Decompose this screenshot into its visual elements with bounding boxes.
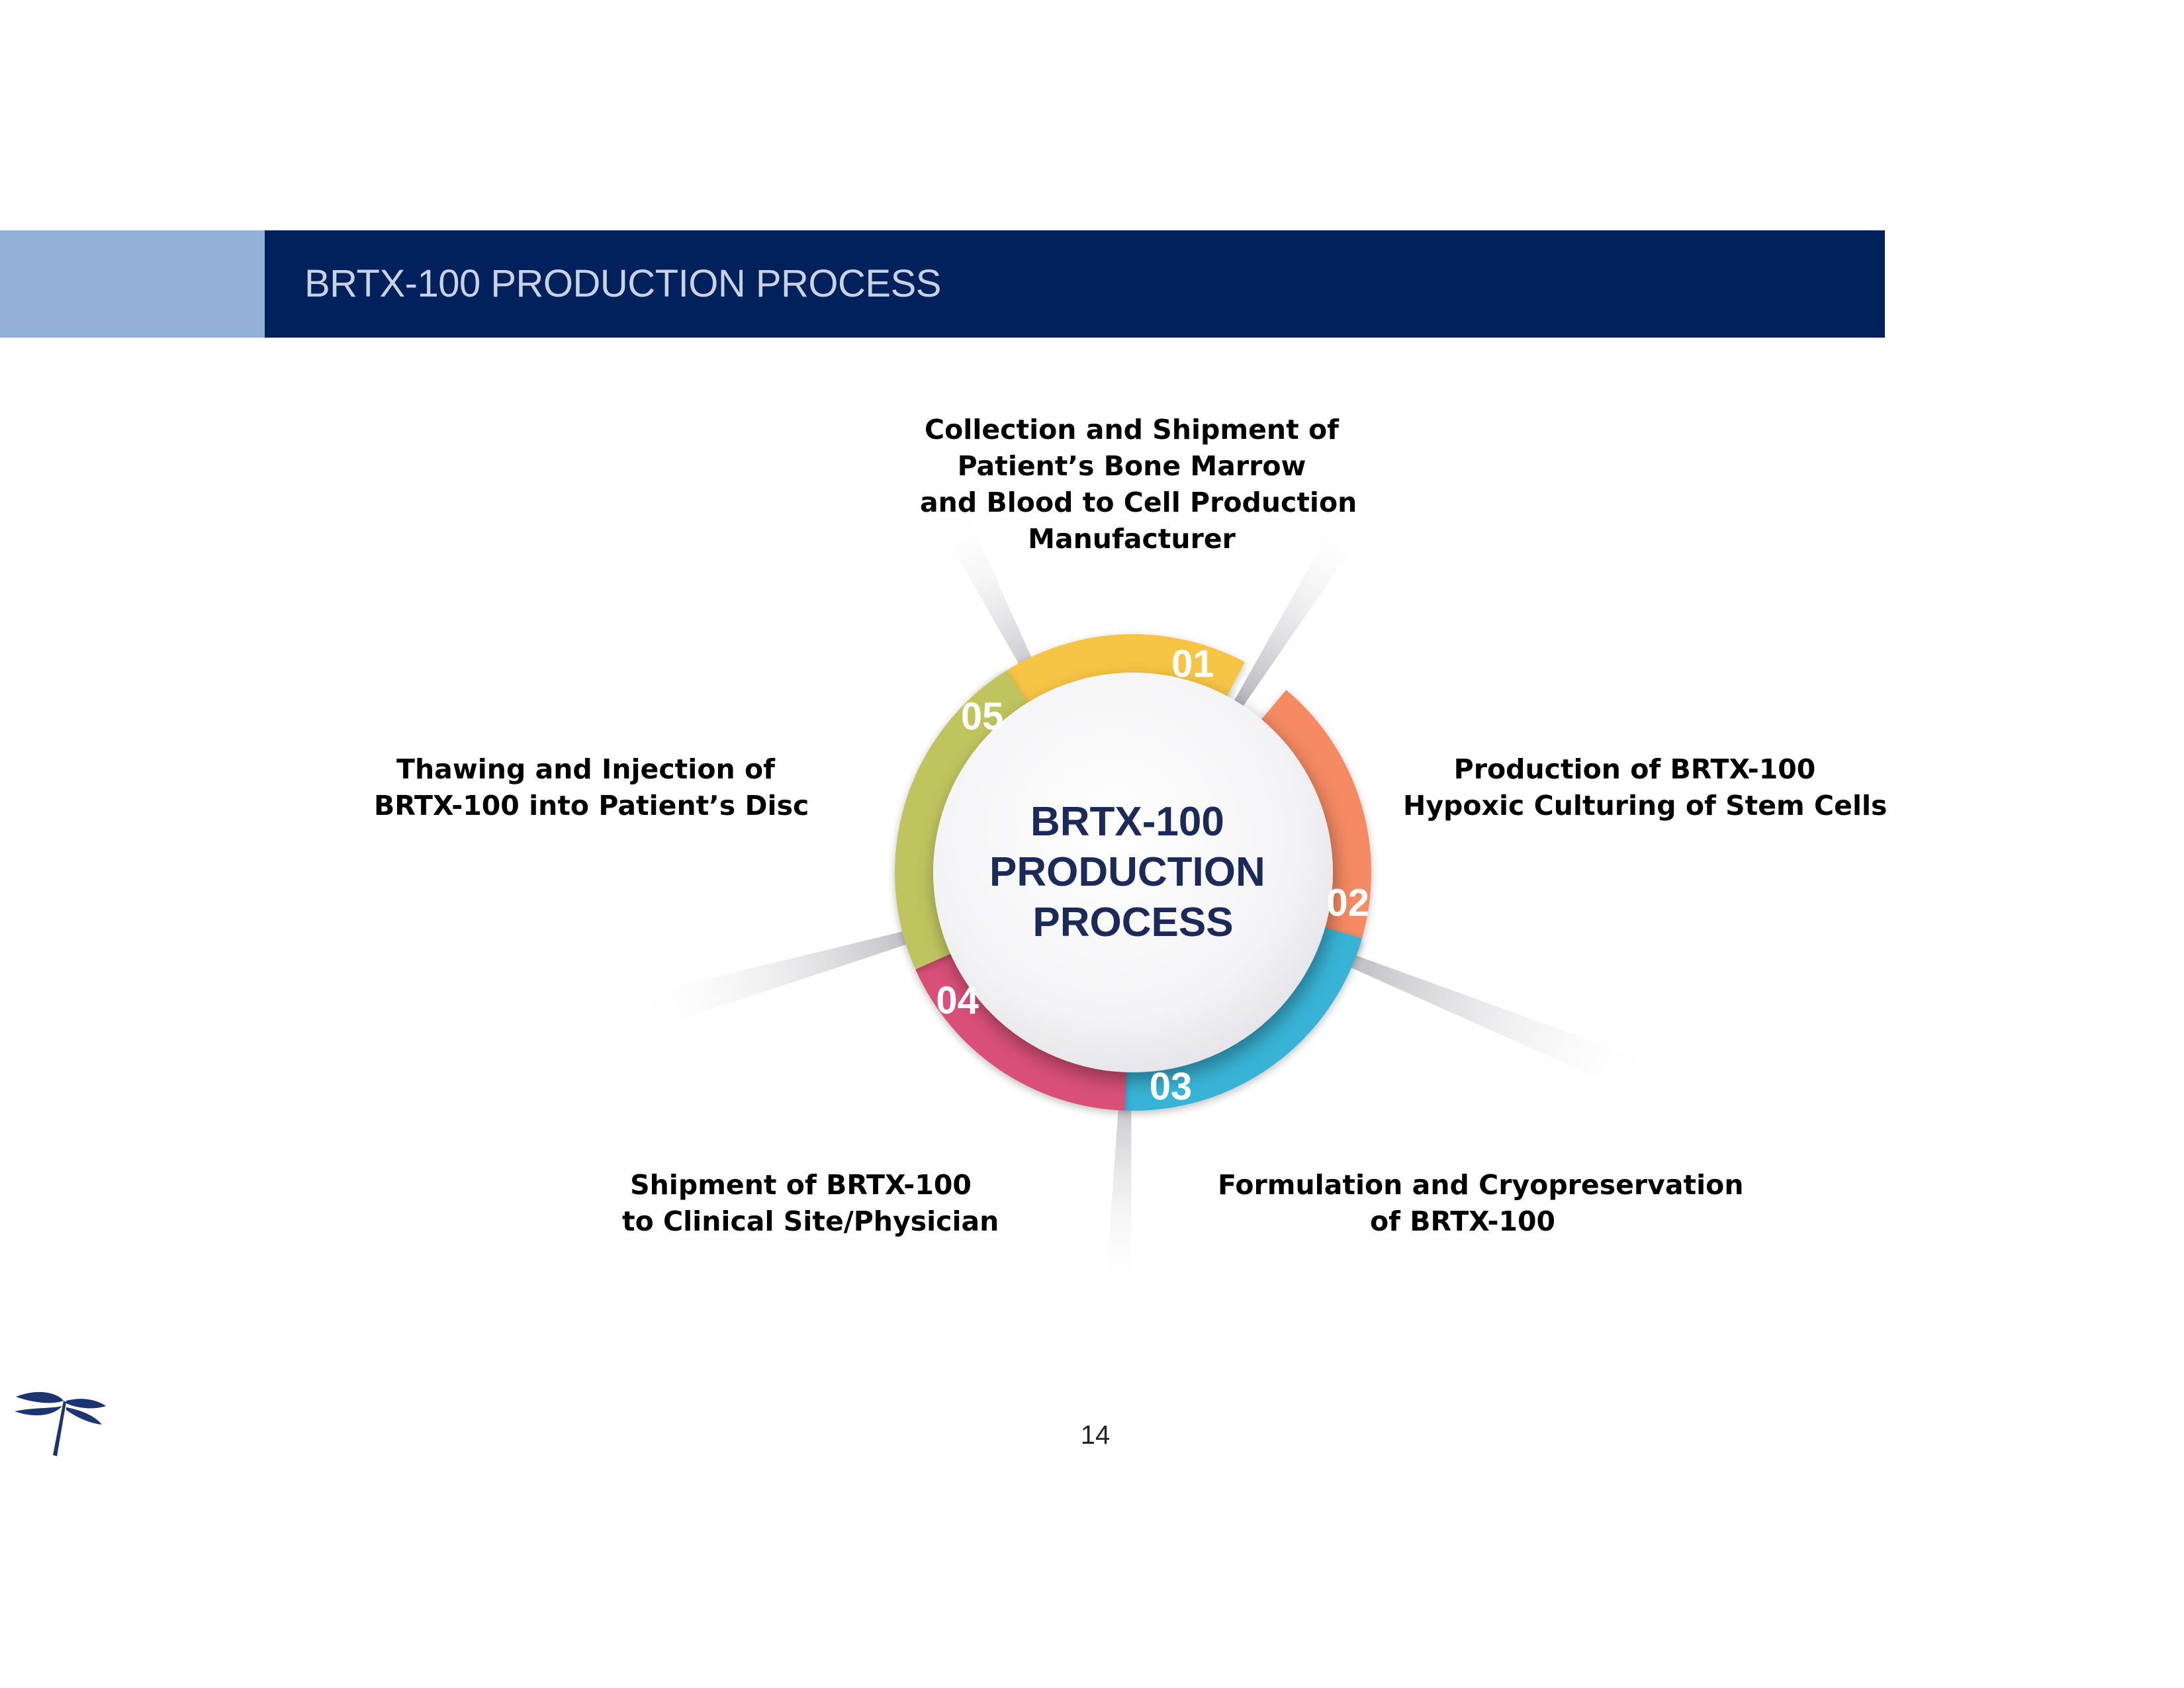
step-number-04: 04 <box>936 979 979 1022</box>
step-03-label: Formulation and Cryopreservation of BRTX… <box>1218 1169 1744 1237</box>
header-bar <box>265 230 1885 338</box>
page-number: 14 <box>1080 1421 1111 1450</box>
step-04-label: Shipment of BRTX-100 to Clinical Site/Ph… <box>622 1169 999 1237</box>
ray-2 <box>936 506 1054 710</box>
center-title-line-1: BRTX-100 <box>1030 799 1224 845</box>
page-title: BRTX-100 PRODUCTION PROCESS <box>304 262 941 305</box>
step-number-03: 03 <box>1150 1065 1193 1108</box>
step-number-group: 01 02 03 04 05 <box>936 643 1369 1108</box>
step-01-label: Collection and Shipment of Patient’s Bon… <box>920 414 1357 555</box>
segment-05 <box>895 670 1032 970</box>
center-title-line-2: PRODUCTION <box>989 849 1265 895</box>
step-number-01: 01 <box>1171 643 1214 686</box>
step-05-label: Thawing and Injection of BRTX-100 into P… <box>374 753 809 821</box>
header-accent-block <box>0 230 265 338</box>
center-title-line-3: PROCESS <box>1032 900 1233 945</box>
center-circle: BRTX-100 PRODUCTION PROCESS <box>933 673 1333 1072</box>
step-number-02: 02 <box>1327 882 1370 925</box>
step-number-05: 05 <box>961 695 1004 738</box>
segment-02 <box>1256 690 1371 955</box>
ray-5 <box>625 919 956 1035</box>
ray-3 <box>1302 937 1662 1101</box>
center-circle-shape <box>933 673 1333 1072</box>
ray-group <box>625 506 1662 1297</box>
segment-01 <box>974 634 1246 730</box>
ray-1 <box>1227 510 1367 718</box>
svg-text:BRTX-100 PRODUCTION: BRTX-100 PRODUCTION PROCESS <box>989 799 1277 945</box>
ray-4 <box>1105 1057 1132 1297</box>
step-02-label: Production of BRTX-100 Hypoxic Culturing… <box>1403 753 1888 821</box>
dragonfly-icon <box>15 1391 106 1456</box>
